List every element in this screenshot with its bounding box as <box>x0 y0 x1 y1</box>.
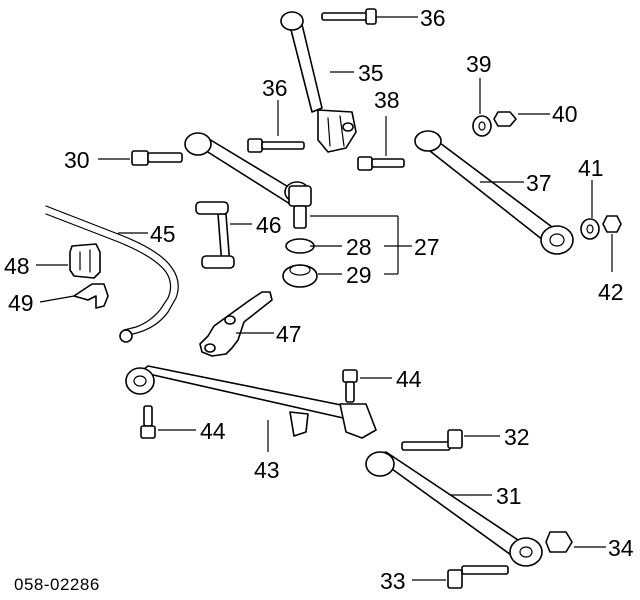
callout-49: 49 <box>8 290 34 316</box>
washer-28 <box>285 238 315 254</box>
callout-33: 33 <box>380 568 406 594</box>
nut-34 <box>545 531 573 553</box>
nut-42 <box>602 215 622 233</box>
callout-37: 37 <box>526 170 552 196</box>
callout-39: 39 <box>466 51 492 77</box>
bolt-33 <box>447 565 509 589</box>
callout-34: 34 <box>608 535 634 561</box>
bolt-38 <box>357 156 405 171</box>
callout-40: 40 <box>552 101 578 127</box>
bolt-32 <box>401 429 463 451</box>
callout-38: 38 <box>374 87 400 113</box>
bushing-stack-27 <box>282 185 318 288</box>
callout-44-upper: 44 <box>396 366 422 392</box>
callout-27: 27 <box>414 234 440 260</box>
stabilizer-bar-45 <box>45 205 179 343</box>
callout-41: 41 <box>578 155 604 181</box>
callout-36-top: 36 <box>420 5 446 31</box>
bolt-36-top <box>321 8 377 25</box>
lower-rear-arm-31 <box>365 451 543 567</box>
callout-47: 47 <box>276 321 302 347</box>
bolt-30 <box>131 150 183 166</box>
callout-45: 45 <box>150 221 176 247</box>
clamp-49 <box>73 283 109 309</box>
callout-31: 31 <box>496 483 522 509</box>
callout-43: 43 <box>254 457 280 483</box>
bolt-36-middle <box>247 138 305 153</box>
washer-41 <box>580 218 600 240</box>
callout-46: 46 <box>256 212 282 238</box>
callout-36-middle: 36 <box>262 75 288 101</box>
callout-42: 42 <box>598 279 624 305</box>
callout-44-lower: 44 <box>200 418 226 444</box>
part-35-upper-arm <box>280 11 357 153</box>
bolt-44-lower <box>140 405 156 439</box>
callout-30: 30 <box>64 147 90 173</box>
callout-29: 29 <box>346 262 372 288</box>
diagram-code: 058-02286 <box>14 575 100 594</box>
part-37-lateral-arm <box>414 130 574 255</box>
bolt-44-upper <box>342 369 358 403</box>
bracket-47 <box>199 291 273 357</box>
leader-lines <box>36 16 613 581</box>
callout-32: 32 <box>504 424 530 450</box>
lower-arm-43 <box>125 365 377 439</box>
callout-35: 35 <box>358 60 384 86</box>
washer-39 <box>472 115 492 137</box>
bushing-48 <box>69 243 101 279</box>
callout-48: 48 <box>4 253 30 279</box>
stabilizer-link-46 <box>195 201 235 269</box>
callout-28: 28 <box>346 234 372 260</box>
nut-40 <box>493 111 517 127</box>
bushing-29 <box>282 264 318 288</box>
